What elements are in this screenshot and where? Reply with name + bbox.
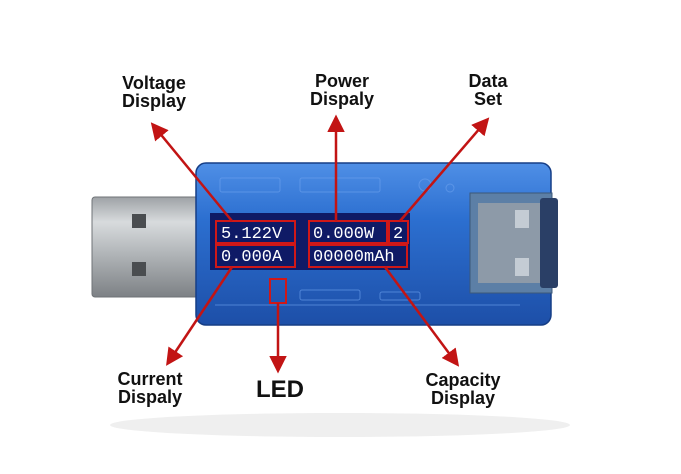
power-highlight-box xyxy=(308,220,388,244)
voltage-callout-line1: Voltage xyxy=(122,73,186,93)
data-set-callout-line1: Data xyxy=(468,71,508,91)
current-highlight-box xyxy=(215,244,296,268)
voltage-callout-line2: Display xyxy=(121,91,187,111)
lcd-data-set-readout: 2 xyxy=(393,225,403,244)
lcd-voltage-readout: 5.122V xyxy=(221,225,283,244)
data-set-highlight-box xyxy=(388,220,409,244)
led-callout-line1: LED xyxy=(256,376,304,403)
lcd-capacity-readout: 00000mAh xyxy=(313,248,395,267)
data-set-callout-label: Data Set xyxy=(458,72,518,108)
power-callout-line1: Power xyxy=(314,71,370,91)
usb-pin-slot-top xyxy=(132,214,146,228)
current-callout-label: Current Dispaly xyxy=(100,370,200,406)
capacity-highlight-box xyxy=(308,244,408,268)
data-set-arrow-icon xyxy=(399,117,490,222)
led-callout-label: LED xyxy=(245,378,315,402)
lcd-current-readout: 0.000A xyxy=(221,248,283,267)
capacity-callout-label: Capacity Display xyxy=(408,371,518,407)
voltage-callout-label: Voltage Display xyxy=(104,74,204,110)
voltage-highlight-box xyxy=(215,220,296,244)
lcd-power-readout: 0.000W xyxy=(313,225,375,244)
current-callout-line1: Current xyxy=(117,369,183,389)
usb-connector-icon xyxy=(91,196,203,298)
data-set-callout-line2: Set xyxy=(473,89,502,109)
current-arrow-icon xyxy=(166,266,234,366)
device-shadow xyxy=(110,413,570,437)
current-callout-line2: Dispaly xyxy=(117,387,183,407)
capacity-callout-line1: Capacity xyxy=(425,370,501,390)
voltage-arrow-icon xyxy=(150,122,233,222)
capacity-callout-line2: Display xyxy=(430,388,496,408)
capacity-arrow-icon xyxy=(383,266,460,367)
power-callout-label: Power Dispaly xyxy=(297,72,387,108)
usb-pin-slot-bottom xyxy=(132,262,146,276)
power-callout-line2: Dispaly xyxy=(309,89,375,109)
